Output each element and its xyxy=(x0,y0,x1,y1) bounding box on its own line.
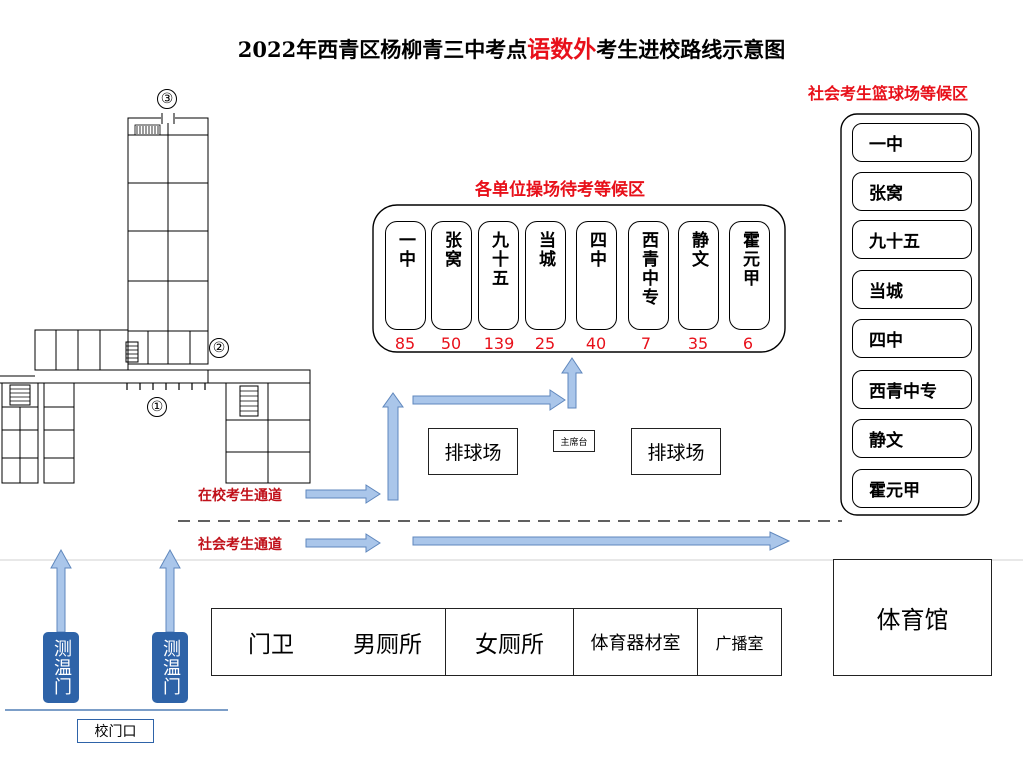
basketball-area-label: 社会考生篮球场等候区 xyxy=(808,84,969,103)
gate-label: 测温门 xyxy=(51,639,72,696)
title-prefix: 2022年西青区杨柳青三中考点 xyxy=(237,37,528,62)
basketball-unit-dangcheng: 当城 xyxy=(852,270,972,309)
playground-unit-dangcheng: 当城 xyxy=(525,221,566,330)
count-jiushiwu: 139 xyxy=(483,334,515,353)
social-path-label: 社会考生通道 xyxy=(198,537,282,553)
playground-unit-yizhong: 一中 xyxy=(385,221,426,330)
temperature-gate-left: 测温门 xyxy=(43,632,79,703)
facility-guard-room: 门卫 xyxy=(211,608,331,676)
count-xiqingzhongzhuan: 7 xyxy=(640,334,652,353)
gate-label: 测温门 xyxy=(160,639,181,696)
playground-unit-xiqingzhongzhuan: 西青中专 xyxy=(628,221,669,330)
playground-unit-zhangwo: 张窝 xyxy=(431,221,472,330)
unit-name: 张窝 xyxy=(441,231,461,269)
facility-sports-equipment-room: 体育器材室 xyxy=(574,608,698,676)
building-marker-3: ③ xyxy=(157,89,177,109)
count-dangcheng: 25 xyxy=(534,334,556,353)
temperature-gate-right: 测温门 xyxy=(152,632,188,703)
rostrum: 主席台 xyxy=(553,430,595,452)
count-jingwen: 35 xyxy=(687,334,709,353)
facility-mens-restroom: 男厕所 xyxy=(330,608,446,676)
basketball-unit-zhangwo: 张窝 xyxy=(852,172,972,211)
basketball-area-frame xyxy=(840,113,980,516)
school-building xyxy=(0,113,311,484)
in-school-path-label: 在校考生通道 xyxy=(198,488,282,504)
basketball-unit-xiqingzhongzhuan: 西青中专 xyxy=(852,370,972,409)
arrow-social-long xyxy=(412,531,791,551)
basketball-unit-yizhong: 一中 xyxy=(852,123,972,162)
facility-womens-restroom: 女厕所 xyxy=(446,608,574,676)
volleyball-court-right: 排球场 xyxy=(631,428,721,475)
title-suffix: 考生进校路线示意图 xyxy=(596,37,786,62)
unit-name: 霍元甲 xyxy=(739,231,759,288)
building-marker-2: ② xyxy=(209,338,229,358)
facility-broadcast-room: 广播室 xyxy=(698,608,782,676)
arrow-to-playground xyxy=(412,389,566,411)
playground-unit-jiushiwu: 九十五 xyxy=(478,221,519,330)
count-sizhong: 40 xyxy=(585,334,607,353)
basketball-unit-huoyuanjia: 霍元甲 xyxy=(852,469,972,508)
unit-name: 九十五 xyxy=(488,231,508,288)
arrow-social-short xyxy=(305,533,381,553)
gymnasium: 体育馆 xyxy=(833,559,992,676)
playground-unit-jingwen: 静文 xyxy=(678,221,719,330)
unit-name: 四中 xyxy=(586,231,606,269)
arrow-gate-right xyxy=(159,548,181,633)
count-yizhong: 85 xyxy=(394,334,416,353)
school-gate-label: 校门口 xyxy=(77,719,154,743)
count-zhangwo: 50 xyxy=(440,334,462,353)
arrow-up-playground xyxy=(561,357,583,409)
route-arrows xyxy=(50,357,791,633)
playground-unit-huoyuanjia: 霍元甲 xyxy=(729,221,770,330)
arrow-gate-left xyxy=(50,548,72,633)
volleyball-court-left: 排球场 xyxy=(428,428,518,475)
playground-unit-sizhong: 四中 xyxy=(576,221,617,330)
unit-name: 一中 xyxy=(395,231,415,269)
building-marker-1: ① xyxy=(147,397,167,417)
page-title: 2022年西青区杨柳青三中考点语数外考生进校路线示意图 xyxy=(0,30,1023,64)
playground-area-frame xyxy=(372,204,786,353)
basketball-unit-jingwen: 静文 xyxy=(852,419,972,458)
basketball-unit-sizhong: 四中 xyxy=(852,319,972,358)
count-huoyuanjia: 6 xyxy=(742,334,754,353)
unit-name: 当城 xyxy=(535,231,555,269)
playground-area-label: 各单位操场待考等候区 xyxy=(475,180,645,200)
arrow-up-main xyxy=(382,392,404,501)
unit-name: 静文 xyxy=(688,231,708,269)
unit-name: 西青中专 xyxy=(638,231,658,307)
arrow-in-school xyxy=(305,484,381,504)
title-highlight: 语数外 xyxy=(527,36,597,63)
basketball-unit-jiushiwu: 九十五 xyxy=(852,220,972,259)
